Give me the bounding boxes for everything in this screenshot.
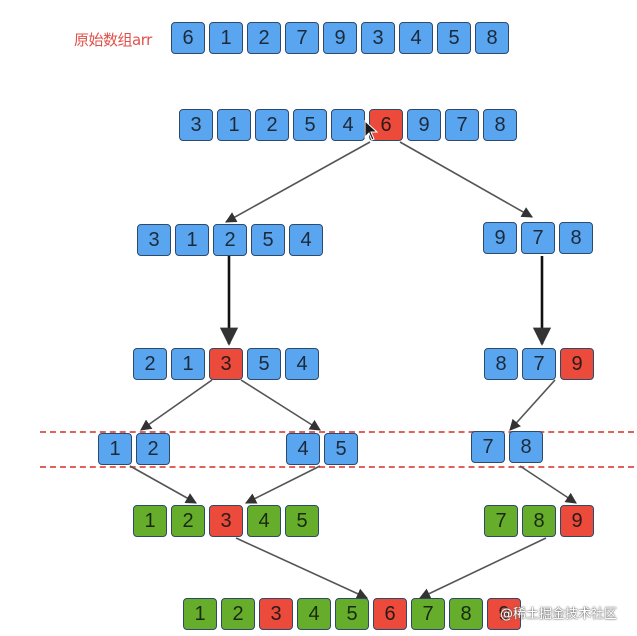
array-cell: 1 xyxy=(98,433,132,465)
array-cell: 4 xyxy=(247,505,281,537)
array-cell: 5 xyxy=(293,109,327,141)
array-cell: 3 xyxy=(209,348,243,380)
mouse-cursor-icon xyxy=(364,120,378,141)
array-cell: 7 xyxy=(445,109,479,141)
arrow-rightmerge-to-result xyxy=(418,537,547,599)
array-cell: 5 xyxy=(251,224,285,256)
array-cell: 9 xyxy=(487,598,521,630)
arrow-lr-to-merge xyxy=(244,465,321,504)
arrow-ll-to-merge xyxy=(129,465,197,504)
array-cell: 2 xyxy=(213,224,247,256)
arrow-left2-to-ll xyxy=(140,379,213,431)
watermark-text: @稀土掘金技术社区 xyxy=(500,607,618,622)
array-cell: 5 xyxy=(285,505,319,537)
array-cell: 4 xyxy=(286,433,320,465)
array-cell: 9 xyxy=(560,505,594,537)
array-cell: 1 xyxy=(171,348,205,380)
array-cell: 3 xyxy=(179,109,213,141)
array-cell: 9 xyxy=(323,22,357,54)
array-cell: 8 xyxy=(509,431,543,463)
array-cell: 2 xyxy=(133,348,167,380)
array-cell: 9 xyxy=(483,222,517,254)
arrow-pivot-to-right xyxy=(399,141,533,218)
array-cell: 4 xyxy=(331,109,365,141)
array-cell: 6 xyxy=(171,22,205,54)
array-cell: 8 xyxy=(483,109,517,141)
array-cell: 1 xyxy=(209,22,243,54)
array-cell: 6 xyxy=(373,598,407,630)
array-cell: 7 xyxy=(522,348,556,380)
array-cell: 2 xyxy=(171,505,205,537)
array-cell: 3 xyxy=(137,224,171,256)
array-cell: 2 xyxy=(136,433,170,465)
array-cell: 5 xyxy=(247,348,281,380)
original-array-label: 原始数组arr xyxy=(74,31,152,49)
dashed-divider-bottom xyxy=(40,466,634,468)
array-cell: 9 xyxy=(407,109,441,141)
arrow-pivot-to-left xyxy=(225,141,371,223)
array-cell: 1 xyxy=(217,109,251,141)
array-cell: 2 xyxy=(255,109,289,141)
array-cell: 1 xyxy=(183,598,217,630)
array-cell: 3 xyxy=(361,22,395,54)
arrow-left2-to-lr xyxy=(240,379,321,431)
array-cell: 5 xyxy=(324,433,358,465)
array-cell: 3 xyxy=(209,505,243,537)
array-cell: 1 xyxy=(175,224,209,256)
array-cell: 7 xyxy=(521,222,555,254)
array-cell: 4 xyxy=(297,598,331,630)
array-cell: 3 xyxy=(259,598,293,630)
array-cell: 8 xyxy=(449,598,483,630)
array-cell: 5 xyxy=(437,22,471,54)
array-cell: 4 xyxy=(399,22,433,54)
array-cell: 7 xyxy=(471,431,505,463)
array-cell: 2 xyxy=(221,598,255,630)
array-cell: 7 xyxy=(484,505,518,537)
array-cell: 7 xyxy=(411,598,445,630)
array-cell: 2 xyxy=(247,22,281,54)
array-cell: 8 xyxy=(522,505,556,537)
array-cell: 4 xyxy=(285,348,319,380)
array-cell: 8 xyxy=(484,348,518,380)
dashed-divider-top xyxy=(40,431,634,433)
array-cell: 9 xyxy=(560,348,594,380)
array-cell: 7 xyxy=(285,22,319,54)
array-cell: 8 xyxy=(559,222,593,254)
array-cell: 1 xyxy=(133,505,167,537)
arrow-right2-to-rl xyxy=(509,379,556,431)
arrow-leftmerge-to-result xyxy=(235,537,369,599)
array-cell: 8 xyxy=(475,22,509,54)
array-cell: 5 xyxy=(335,598,369,630)
arrow-rl-to-merge xyxy=(519,465,577,504)
array-cell: 4 xyxy=(289,224,323,256)
